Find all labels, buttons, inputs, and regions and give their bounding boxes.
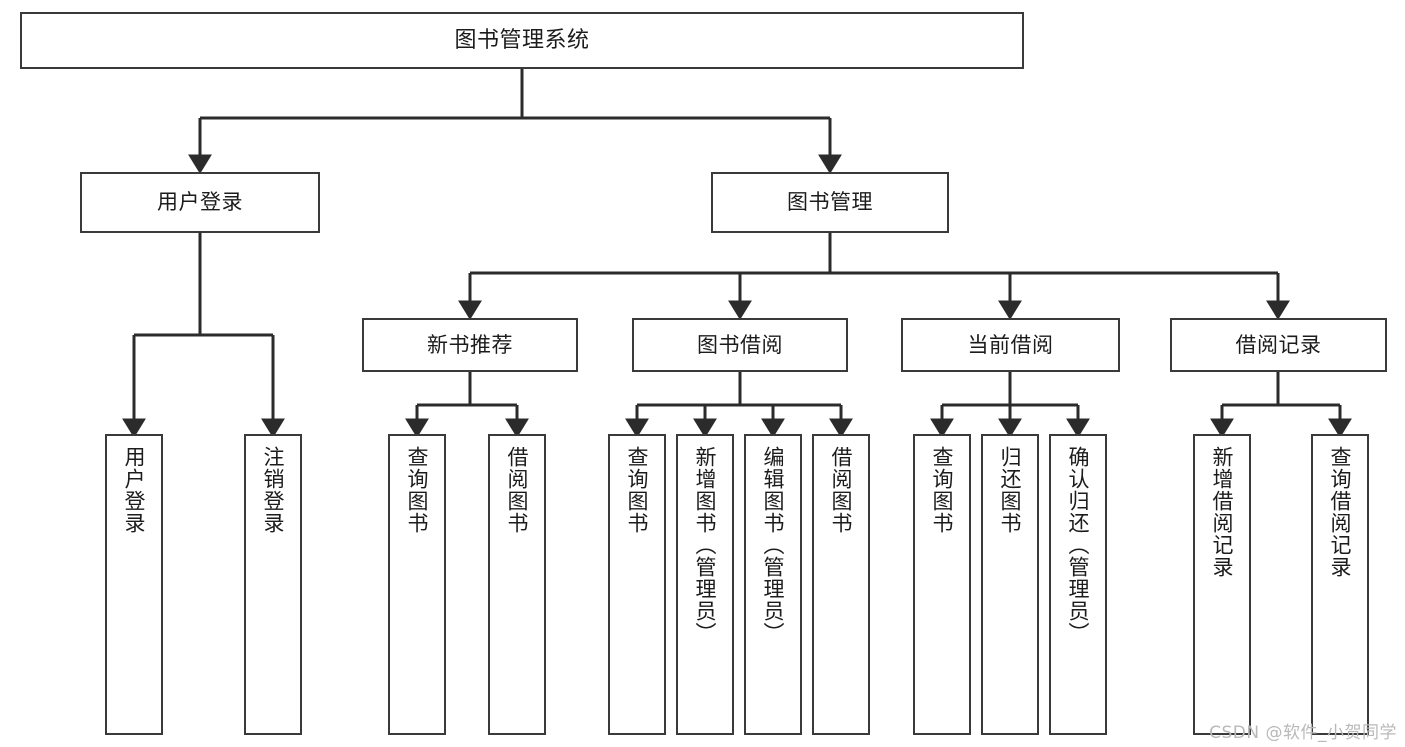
node-label: 新书推荐 <box>427 332 513 357</box>
node-leaf-current-return[interactable]: 归还图书 <box>981 434 1039 735</box>
node-leaf-borrow-borrow-book[interactable]: 借阅图书 <box>812 434 870 735</box>
node-current-borrow[interactable]: 当前借阅 <box>901 318 1120 372</box>
node-user-login[interactable]: 用户登录 <box>80 172 320 233</box>
node-label: 新增借阅记录 <box>1210 446 1235 578</box>
node-leaf-new-book-query[interactable]: 查询图书 <box>388 434 446 735</box>
node-label: 查询图书 <box>930 446 955 534</box>
node-root-book-management-system[interactable]: 图书管理系统 <box>20 12 1024 69</box>
node-leaf-record-query[interactable]: 查询借阅记录 <box>1311 434 1369 735</box>
node-leaf-user-login-logout[interactable]: 注销登录 <box>244 434 302 735</box>
node-leaf-borrow-add-book-admin[interactable]: 新增图书（管理员） <box>676 434 734 735</box>
node-label: 借阅图书 <box>829 446 854 534</box>
node-label: 用户登录 <box>122 446 147 534</box>
node-book-management[interactable]: 图书管理 <box>711 172 949 233</box>
node-borrow-record[interactable]: 借阅记录 <box>1170 318 1387 372</box>
watermark: CSDN @软件_小贺同学 <box>1209 723 1397 743</box>
node-label: 当前借阅 <box>967 332 1054 357</box>
node-leaf-current-query[interactable]: 查询图书 <box>913 434 971 735</box>
node-label: 新增图书（管理员） <box>693 446 718 644</box>
node-label: 图书管理 <box>787 190 873 215</box>
node-label: 用户登录 <box>157 190 243 215</box>
node-new-book-recommend[interactable]: 新书推荐 <box>362 318 578 372</box>
node-label: 查询图书 <box>405 446 430 534</box>
node-leaf-borrow-query[interactable]: 查询图书 <box>608 434 666 735</box>
node-label: 编辑图书（管理员） <box>761 446 786 644</box>
node-label: 图书管理系统 <box>454 27 590 53</box>
node-leaf-borrow-edit-book-admin[interactable]: 编辑图书（管理员） <box>744 434 802 735</box>
node-label: 借阅图书 <box>505 446 530 534</box>
node-label: 查询借阅记录 <box>1328 446 1353 578</box>
node-label: 归还图书 <box>998 446 1023 534</box>
node-label: 确认归还（管理员） <box>1066 446 1091 644</box>
node-label: 查询图书 <box>625 446 650 534</box>
node-leaf-new-book-borrow[interactable]: 借阅图书 <box>488 434 546 735</box>
node-label: 图书借阅 <box>697 332 783 357</box>
node-book-borrow[interactable]: 图书借阅 <box>632 318 848 372</box>
node-leaf-current-confirm-return-admin[interactable]: 确认归还（管理员） <box>1049 434 1107 735</box>
node-leaf-record-add[interactable]: 新增借阅记录 <box>1193 434 1251 735</box>
node-leaf-user-login-login[interactable]: 用户登录 <box>105 434 163 735</box>
node-label: 借阅记录 <box>1235 332 1322 357</box>
node-label: 注销登录 <box>261 446 286 534</box>
